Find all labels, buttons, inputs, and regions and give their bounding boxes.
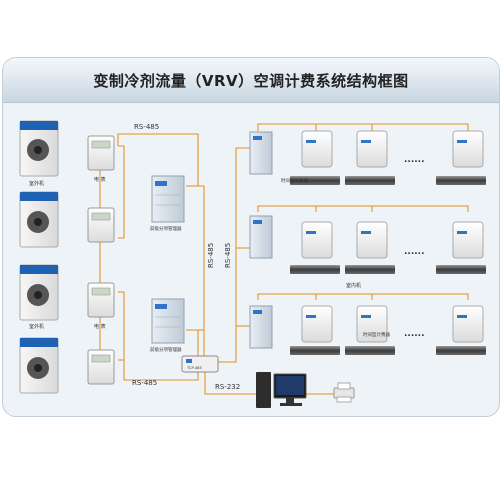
- label-outdoor-unit-1: 室外机: [29, 180, 44, 187]
- label-converter: TCP-485: [186, 366, 202, 370]
- indoor-duct-r3-c3: [436, 346, 486, 355]
- collector-cabinet-2: [249, 215, 273, 259]
- converter-box: [181, 355, 219, 373]
- label-collector: 时间型采集器: [281, 177, 308, 184]
- indoor-duct-r2-c1: [290, 265, 340, 274]
- indoor-duct-r2-c2: [345, 265, 395, 274]
- printer-icon: [333, 382, 355, 403]
- computer-icon: [256, 372, 307, 408]
- title-bar: 变制冷剂流量（VRV）空调计费系统结构框图: [3, 58, 499, 103]
- indoor-duct-r1-c3: [436, 176, 486, 185]
- timer-unit-r2-c1: [301, 221, 333, 259]
- label-rs232: RS-232: [215, 383, 240, 391]
- timer-unit-r3-c2: [356, 305, 388, 343]
- timer-unit-r3-c1: [301, 305, 333, 343]
- diagram-title: 变制冷剂流量（VRV）空调计费系统结构框图: [93, 71, 409, 90]
- label-meter-2: 电 表: [94, 323, 106, 330]
- timer-unit-r3-c3: [452, 305, 484, 343]
- collector-cabinet-3: [249, 305, 273, 349]
- label-timer: 时间型计费器: [363, 331, 390, 338]
- timer-unit-r2-c3: [452, 221, 484, 259]
- label-manager-top: 前级分项管理器: [150, 225, 182, 232]
- ellipsis-row-2: ......: [404, 247, 425, 257]
- meter-3: [87, 282, 115, 318]
- label-rs485-vertical-right: RS-485: [224, 243, 232, 268]
- indoor-duct-r2-c3: [436, 265, 486, 274]
- label-rs485-vertical-left: RS-485: [207, 243, 215, 268]
- outdoor-unit-2: [19, 191, 59, 248]
- meter-1: [87, 135, 115, 171]
- indoor-duct-r1-c1: [290, 176, 340, 185]
- label-rs485-top: RS-485: [134, 123, 159, 131]
- manager-cabinet-bottom: [151, 298, 185, 344]
- label-indoor-unit: 室内机: [346, 282, 361, 289]
- label-manager-bottom: 前级分项管理器: [150, 346, 182, 353]
- timer-unit-r2-c2: [356, 221, 388, 259]
- label-meter-1: 电 表: [94, 176, 106, 183]
- indoor-duct-r1-c2: [345, 176, 395, 185]
- timer-unit-r1-c3: [452, 130, 484, 168]
- ellipsis-row-1: ......: [404, 155, 425, 165]
- indoor-duct-r3-c1: [290, 346, 340, 355]
- indoor-duct-r3-c2: [345, 346, 395, 355]
- meter-4: [87, 349, 115, 385]
- meter-2: [87, 207, 115, 243]
- timer-unit-r1-c1: [301, 130, 333, 168]
- label-rs485-bottom: RS-485: [132, 379, 157, 387]
- outdoor-unit-4: [19, 337, 59, 394]
- manager-cabinet-top: [151, 175, 185, 223]
- timer-unit-r1-c2: [356, 130, 388, 168]
- ellipsis-row-3: ......: [404, 329, 425, 339]
- collector-cabinet-1: [249, 131, 273, 175]
- label-outdoor-unit-2: 室外机: [29, 323, 44, 330]
- wiring: [99, 123, 469, 395]
- outdoor-unit-1: [19, 120, 59, 177]
- diagram-panel: 变制冷剂流量（VRV）空调计费系统结构框图: [2, 57, 500, 417]
- outdoor-unit-3: [19, 264, 59, 321]
